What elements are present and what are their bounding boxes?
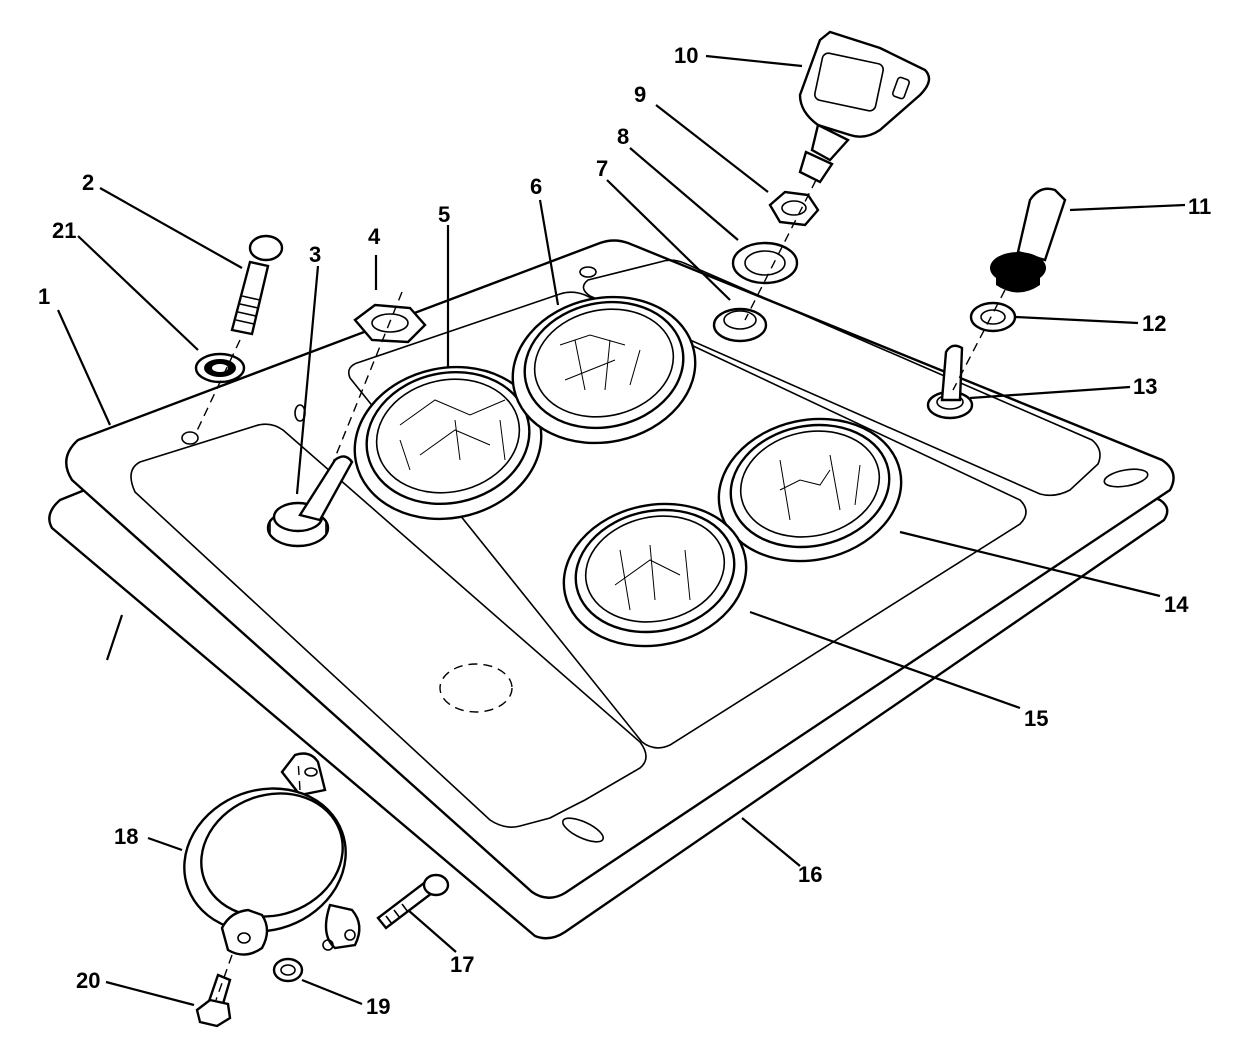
boot-11 [990, 187, 1067, 293]
callout-7: 7 [596, 156, 608, 181]
callout-14: 14 [1164, 592, 1189, 617]
callout-6: 6 [530, 174, 542, 199]
callout-18: 18 [114, 824, 138, 849]
gauge-5 [353, 365, 543, 521]
callout-9: 9 [634, 82, 646, 107]
callout-12: 12 [1142, 311, 1166, 336]
gauge-6 [511, 295, 697, 445]
gauge-15 [562, 502, 748, 648]
nut-9 [768, 190, 820, 227]
callout-10: 10 [674, 43, 698, 68]
callout-13: 13 [1133, 374, 1157, 399]
callout-20: 20 [76, 968, 100, 993]
nut-19 [272, 957, 304, 983]
bushing-7 [712, 307, 768, 343]
callout-8: 8 [617, 124, 629, 149]
callout-17: 17 [450, 952, 474, 977]
callout-11: 11 [1188, 194, 1211, 219]
screw-2 [230, 234, 284, 336]
callout-4: 4 [368, 224, 381, 249]
assembly-axes [194, 179, 1006, 1001]
callout-3: 3 [309, 242, 321, 267]
washer-21 [194, 352, 246, 384]
screw-17 [376, 873, 450, 930]
callout-2: 2 [82, 170, 94, 195]
callout-16: 16 [798, 862, 822, 887]
lock-washer-8 [731, 241, 799, 285]
callout-19: 19 [366, 994, 390, 1019]
screw-20 [195, 973, 232, 1028]
callout-21: 21 [52, 218, 76, 243]
gauge-14 [717, 417, 903, 563]
toggle-switch-3 [266, 455, 354, 548]
callout-1: 1 [38, 284, 50, 309]
callout-labels: 1 2 3 4 5 6 7 8 9 10 11 12 13 14 15 16 1… [38, 43, 1211, 1019]
callout-5: 5 [438, 202, 450, 227]
key-switch-10 [798, 30, 931, 184]
toggle-switch-13 [926, 344, 974, 420]
nut-12 [969, 301, 1017, 333]
leader-lines [56, 54, 1186, 1007]
clamp-18 [183, 752, 361, 956]
callout-15: 15 [1024, 706, 1048, 731]
